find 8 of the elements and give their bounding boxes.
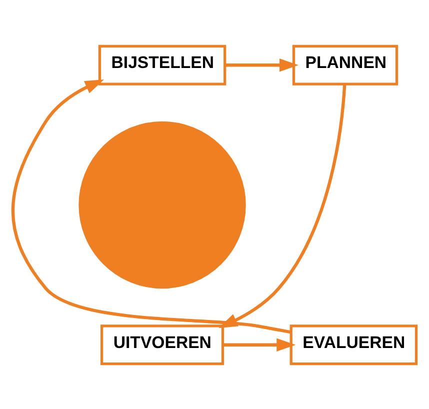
arrow (11, 78, 291, 334)
node-circle (78, 120, 246, 288)
arrow (225, 58, 298, 72)
node-box: UITVOEREN (100, 324, 224, 365)
arrow (222, 338, 296, 351)
node-box: EVALUEREN (290, 324, 418, 365)
node-box: PLANNEN (292, 44, 398, 85)
node-box: BIJSTELLEN (98, 44, 226, 85)
